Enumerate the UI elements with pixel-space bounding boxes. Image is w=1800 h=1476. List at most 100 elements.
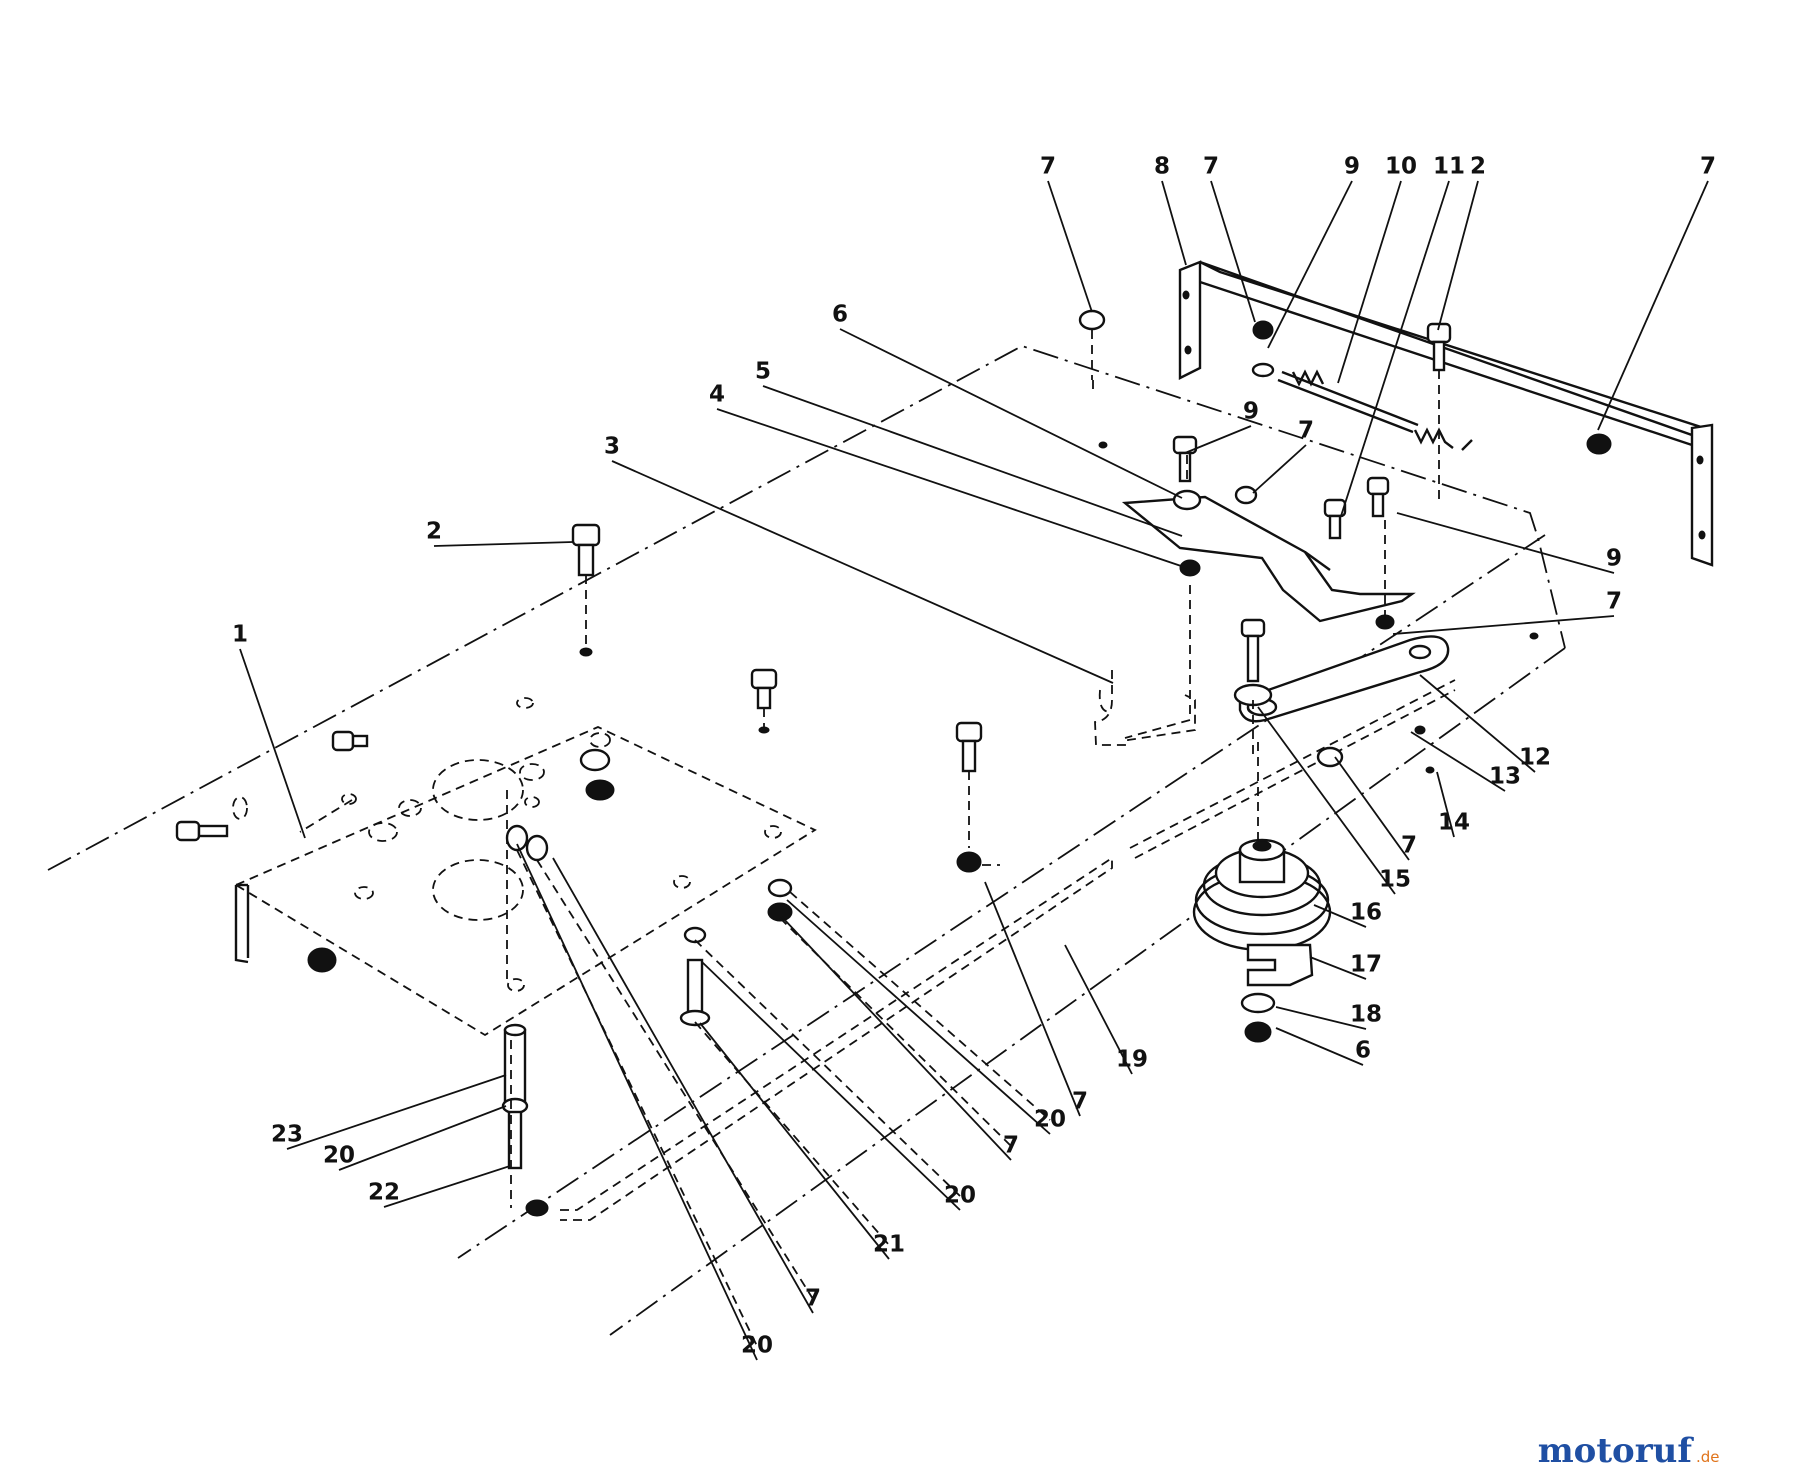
- callout-12: 12: [1519, 745, 1551, 771]
- callout-20: 20: [1034, 1107, 1066, 1133]
- bolt-left-upper: [331, 730, 369, 752]
- callout-leader-7: [781, 916, 1012, 1161]
- callout-9: 9: [1243, 399, 1259, 425]
- callout-20: 20: [741, 1333, 773, 1359]
- callout-20: 20: [323, 1143, 355, 1169]
- callout-10: 10: [1385, 154, 1417, 180]
- bolt-idler: [1233, 618, 1273, 707]
- nut-right-low: [767, 902, 793, 922]
- top-bracket: [1178, 260, 1714, 567]
- watermark-suffix: .de: [1696, 1448, 1720, 1466]
- nut-plate: [579, 748, 611, 772]
- watermark-brand: motoruf: [1538, 1431, 1695, 1471]
- callout-14: 14: [1438, 810, 1470, 836]
- center-bracket: [1121, 495, 1416, 623]
- callout-20: 20: [944, 1183, 976, 1209]
- bolt-center: [955, 721, 983, 873]
- callout-leader-11: [1340, 180, 1450, 517]
- mounting-plate: [232, 697, 817, 1037]
- callout-11: 11: [1433, 154, 1465, 180]
- callout-leader-23: [286, 1074, 507, 1150]
- callout-leader-2: [433, 541, 574, 547]
- callout-leader-18: [1275, 1006, 1367, 1030]
- callout-leader-20: [516, 843, 758, 1361]
- callout-leader-19: [1064, 944, 1133, 1075]
- callout-16: 16: [1350, 900, 1382, 926]
- callout-6: 6: [1355, 1038, 1371, 1064]
- callout-7: 7: [1003, 1133, 1019, 1159]
- callout-leader-5: [762, 385, 1183, 537]
- callout-leader-1: [239, 648, 306, 839]
- callout-leader-7: [1597, 180, 1709, 431]
- bolt-bracket-far: [1323, 498, 1347, 540]
- callout-leader-20: [786, 899, 1051, 1135]
- bolt-bracket-top: [1172, 435, 1198, 483]
- washer-13: [1414, 725, 1426, 735]
- callout-leader-15: [1257, 706, 1396, 895]
- callout-leader-7: [1252, 444, 1307, 494]
- callout-7: 7: [1606, 589, 1622, 615]
- callout-7: 7: [1040, 154, 1056, 180]
- callout-leader-17: [1309, 956, 1367, 980]
- callout-leader-7: [1334, 756, 1410, 861]
- callout-9: 9: [1606, 546, 1622, 572]
- stud-left: [507, 1110, 523, 1170]
- nut-top: [1078, 309, 1106, 331]
- callout-1: 1: [232, 622, 248, 648]
- spacer-left: [503, 1028, 527, 1108]
- bolt-left-side: [175, 820, 229, 842]
- callout-7: 7: [1072, 1089, 1088, 1115]
- washer-plate-b: [525, 834, 549, 862]
- callout-23: 23: [271, 1122, 303, 1148]
- bolt-plate-right: [750, 668, 778, 734]
- hardware: [175, 309, 1612, 1217]
- callout-leader-4: [716, 408, 1188, 569]
- pin-14: [1425, 766, 1435, 774]
- assembly-lines: [516, 849, 1051, 1347]
- callout-7: 7: [1700, 154, 1716, 180]
- callout-leader-6: [839, 328, 1183, 499]
- callout-2: 2: [1470, 154, 1486, 180]
- callout-7: 7: [1298, 418, 1314, 444]
- callout-4: 4: [709, 382, 725, 408]
- callout-22: 22: [368, 1180, 400, 1206]
- callout-18: 18: [1350, 1002, 1382, 1028]
- callout-15: 15: [1379, 867, 1411, 893]
- callout-leader-7: [1047, 180, 1093, 313]
- callout-3: 3: [604, 434, 620, 460]
- watermark-logo: motoruf .de: [1538, 1431, 1720, 1471]
- nut-center: [1172, 489, 1202, 511]
- callout-leader-10: [1337, 180, 1402, 384]
- nut-plate-left: [307, 947, 337, 973]
- callout-17: 17: [1350, 952, 1382, 978]
- washer-right: [767, 878, 793, 898]
- nut-rod: [1179, 559, 1201, 577]
- nut-right: [1586, 433, 1612, 455]
- callout-7: 7: [805, 1286, 821, 1312]
- pulley-assembly: [1192, 742, 1332, 1043]
- callout-leader-6: [1275, 1027, 1364, 1066]
- callout-leader-7: [984, 881, 1081, 1117]
- nut-center-right: [1234, 485, 1258, 505]
- callout-leader-7: [1392, 615, 1615, 635]
- callout-leader-12: [1419, 674, 1536, 773]
- callout-leader-13: [1410, 731, 1506, 792]
- callout-7: 7: [1401, 833, 1417, 859]
- nut-idler-low: [1316, 746, 1344, 768]
- callout-leader-9: [1184, 425, 1252, 454]
- callout-leader-14: [1436, 771, 1455, 838]
- callout-2: 2: [426, 519, 442, 545]
- tension-springs: [1277, 369, 1473, 451]
- callout-leader-3: [611, 460, 1114, 684]
- callout-leader-7: [552, 857, 814, 1314]
- nut-bracket: [1252, 320, 1274, 340]
- callout-19: 19: [1116, 1047, 1148, 1073]
- bolt-top-bar: [1426, 322, 1452, 500]
- callout-8: 8: [1154, 154, 1170, 180]
- callout-13: 13: [1489, 764, 1521, 790]
- callout-leader-22: [383, 1165, 511, 1208]
- callout-leader-9: [1396, 512, 1615, 574]
- nut-left-bottom: [525, 1199, 549, 1217]
